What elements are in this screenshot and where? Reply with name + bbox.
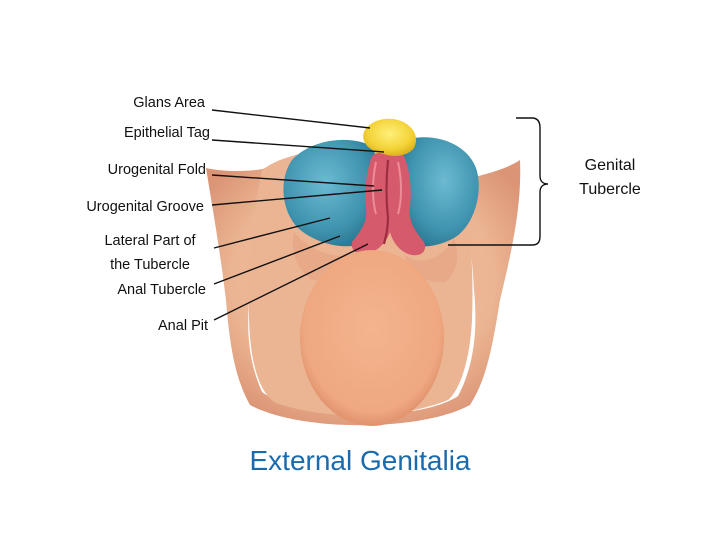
label-lateral-part-line2: the Tubercle xyxy=(110,257,190,273)
leader-lines xyxy=(211,109,549,321)
label-genital-tubercle-line2: Tubercle xyxy=(579,181,641,198)
label-urogenital-fold: Urogenital Fold xyxy=(107,162,206,178)
label-anal-pit: Anal Pit xyxy=(158,318,208,334)
lateral-part-left xyxy=(283,139,376,247)
glans-shape xyxy=(363,118,417,156)
label-urogenital-groove: Urogenital Groove xyxy=(86,199,204,215)
urogenital-fold-shape xyxy=(351,151,426,256)
slide-title: External Genitalia xyxy=(249,445,471,476)
genital-tubercle-bracket xyxy=(448,117,549,246)
skin-backdrop xyxy=(206,160,521,426)
label-anal-tubercle: Anal Tubercle xyxy=(117,282,206,298)
urogenital-fold-highlight-right xyxy=(397,161,402,215)
urogenital-groove-line xyxy=(382,159,390,245)
leader-anal-pit xyxy=(213,243,369,321)
lateral-part-right xyxy=(402,137,479,247)
label-glans-area: Glans Area xyxy=(133,95,205,111)
leader-glans xyxy=(211,109,371,129)
leader-lateral-part xyxy=(213,217,331,249)
leader-urogenital-fold xyxy=(211,174,375,187)
label-genital-tubercle-line1: Genital xyxy=(584,157,636,174)
leader-urogenital-groove xyxy=(211,189,383,206)
leader-anal-tubercle xyxy=(213,235,341,285)
urogenital-fold-highlight-left xyxy=(372,161,377,215)
label-epithelial-tag: Epithelial Tag xyxy=(124,125,210,141)
leader-epithelial-tag xyxy=(211,139,385,153)
label-lateral-part-line1: Lateral Part of xyxy=(104,233,196,249)
perineum-disc xyxy=(300,250,444,426)
